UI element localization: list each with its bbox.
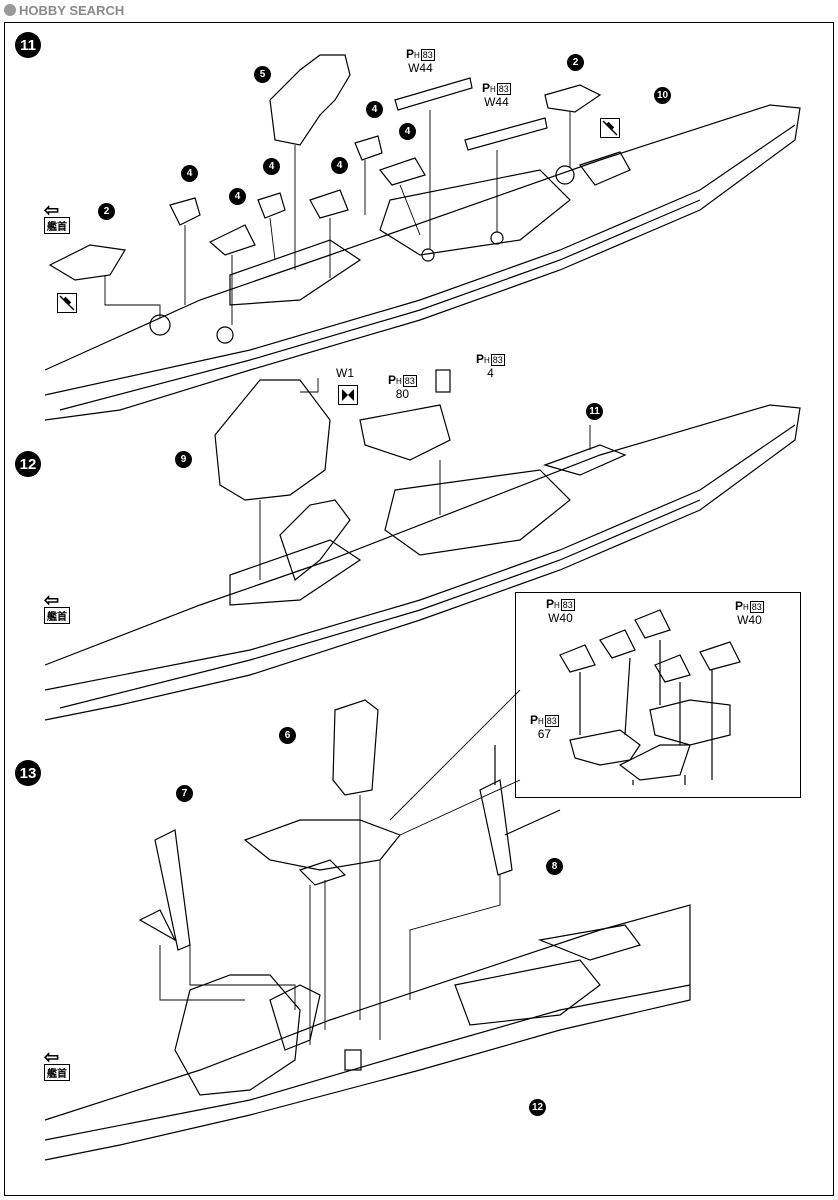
site-logo: HOBBY SEARCH xyxy=(4,3,124,18)
hull-step-13 xyxy=(44,904,691,1161)
inset-parts xyxy=(559,609,741,785)
page-border xyxy=(4,22,834,1196)
leaders-step-13 xyxy=(159,689,521,1045)
parts-step-13 xyxy=(138,699,561,951)
part-callout: 12 xyxy=(529,1099,546,1116)
detail-inset xyxy=(515,592,801,798)
part-callout: 4 xyxy=(229,188,246,205)
part-callout: 11 xyxy=(586,403,603,420)
part-callout: 7 xyxy=(176,785,193,802)
part-callout: 10 xyxy=(654,87,671,104)
hull-step-11 xyxy=(44,104,801,421)
leaders-step-12 xyxy=(259,378,591,580)
part-callout: 6 xyxy=(279,727,296,744)
step-number-13: 13 xyxy=(15,760,41,786)
step-number-11: 11 xyxy=(15,32,41,58)
arrow-left-icon: ⇦ xyxy=(44,590,60,610)
part-ref-w1: W1 xyxy=(336,366,354,380)
arrow-left-icon: ⇦ xyxy=(44,200,60,220)
part-callout: 9 xyxy=(175,451,192,468)
parts-step-11 xyxy=(48,54,602,281)
part-callout: 2 xyxy=(567,54,584,71)
part-callout: 4 xyxy=(331,157,348,174)
logo-text: HOBBY SEARCH xyxy=(19,3,125,18)
part-callout: 4 xyxy=(263,158,280,175)
no-glue-icon xyxy=(57,293,77,313)
no-glue-icon xyxy=(600,118,620,138)
bow-direction-label: ⇦ 艦首 xyxy=(44,200,70,234)
step-number-12: 12 xyxy=(15,451,41,477)
part-callout: 4 xyxy=(181,165,198,182)
bow-direction-label: ⇦ 艦首 xyxy=(44,590,70,624)
bow-direction-label: ⇦ 艦首 xyxy=(44,1047,70,1081)
part-callout: 4 xyxy=(366,101,383,118)
part-callout: 5 xyxy=(254,66,271,83)
leaders-step-11 xyxy=(104,110,571,325)
part-callout: 4 xyxy=(399,123,416,140)
part-callout: 8 xyxy=(546,858,563,875)
part-callout: 2 xyxy=(98,203,115,220)
logo-icon xyxy=(4,4,16,16)
cement-mark-icon xyxy=(338,385,358,405)
hull-step-12 xyxy=(44,369,801,721)
arrow-left-icon: ⇦ xyxy=(44,1047,60,1067)
